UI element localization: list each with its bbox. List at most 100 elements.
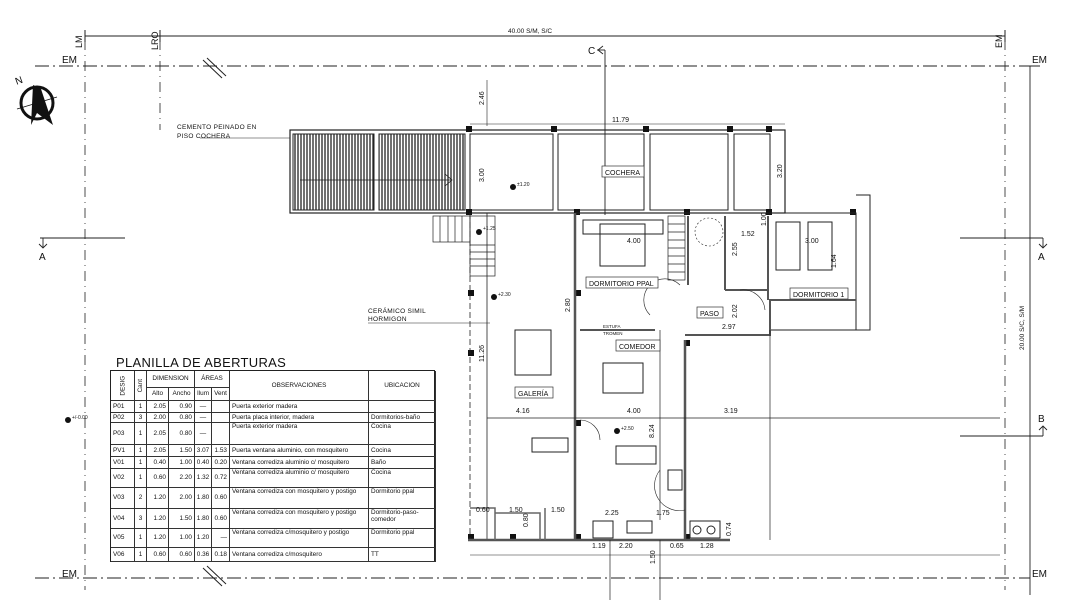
schedule-cell-alto: 1.20: [147, 529, 169, 548]
schedule-cell-ancho: 1.00: [169, 457, 195, 469]
house-walls: [200, 137, 1000, 600]
dim: 1.64: [831, 254, 838, 268]
schedule-cell-ilum: —: [195, 401, 212, 413]
schedule-cell-ilum: 0.40: [195, 457, 212, 469]
section-a-right: A: [1038, 252, 1045, 263]
estufa-note-2: TROMEN: [603, 331, 623, 336]
dim: 0.74: [726, 522, 733, 536]
schedule-cell-vent: 0.20: [212, 457, 230, 469]
schedule-cell-ancho: 1.50: [169, 445, 195, 457]
schedule-cell-ancho: 0.80: [169, 423, 195, 445]
level-125: +1.25: [483, 226, 496, 232]
header-areas: ÁREAS: [195, 371, 230, 388]
schedule-cell-ilum: —: [195, 413, 212, 423]
schedule-cell-desig: V03: [111, 488, 135, 509]
property-lines: [35, 30, 1040, 595]
schedule-cell-obs: Puerta exterior madera: [230, 423, 369, 445]
section-a-left: A: [39, 252, 46, 263]
schedule-cell-cant: 3: [135, 509, 147, 529]
schedule-cell-obs: Ventana corrediza aluminio c/ mosquitero: [230, 457, 369, 469]
schedule-cell-cant: 1: [135, 469, 147, 488]
dim: 11.26: [479, 345, 486, 362]
schedule-cell-ubic: Dormitorio-paso-comedor: [369, 509, 436, 529]
schedule-cell-cant: 1: [135, 457, 147, 469]
galeria-floor-note-2: HORMIGON: [368, 316, 407, 323]
dim: 2.20: [619, 543, 633, 550]
dim: 1.52: [741, 231, 755, 238]
dim: 4.00: [627, 238, 641, 245]
em-label-bottom-right: EM: [1032, 569, 1047, 580]
cochera-floor-note-2: PISO COCHERA: [177, 133, 231, 140]
schedule-cell-cant: 1: [135, 401, 147, 413]
dim: 8.24: [649, 424, 656, 438]
schedule-cell-ilum: 1.80: [195, 488, 212, 509]
schedule-cell-obs: Ventana corrediza c/mosquitero: [230, 548, 369, 562]
schedule-cell-ancho: 1.00: [169, 529, 195, 548]
schedule-cell-ubic: Cocina: [369, 423, 436, 445]
galeria-floor-note-1: CERÁMICO SIMIL: [368, 306, 426, 315]
schedule-cell-vent: 1.53: [212, 445, 230, 457]
dim: 2.46: [479, 91, 486, 105]
schedule-cell-ancho: 2.20: [169, 469, 195, 488]
schedule-cell-ancho: 1.50: [169, 509, 195, 529]
svg-text:N: N: [14, 75, 25, 88]
dim: 4.00: [627, 408, 641, 415]
schedule-cell-ubic: Dormitorios-baño: [369, 413, 436, 423]
schedule-cell-vent: 0.60: [212, 488, 230, 509]
schedule-title: PLANILLA DE ABERTURAS: [116, 355, 287, 370]
schedule-cell-cant: 1: [135, 548, 147, 562]
schedule-cell-desig: P02: [111, 413, 135, 423]
dim: 1.50: [509, 507, 523, 514]
schedule-cell-desig: V06: [111, 548, 135, 562]
schedule-cell-obs: Ventana corrediza con mosquitero y posti…: [230, 509, 369, 529]
schedule-cell-obs: Puerta ventana aluminio, con mosquitero: [230, 445, 369, 457]
schedule-cell-alto: 2.05: [147, 401, 169, 413]
schedule-cell-ubic: Baño: [369, 457, 436, 469]
schedule-cell-desig: PV1: [111, 445, 135, 457]
header-observaciones: OBSERVACIONES: [230, 371, 369, 401]
cochera-floor-note-1: CEMENTO PEINADO EN: [177, 124, 257, 131]
lot-depth-label: 20.00 S/C, S/M: [1019, 306, 1026, 350]
dim: 1.75: [656, 510, 670, 517]
schedule-cell-cant: 1: [135, 423, 147, 445]
dim: 3.00: [805, 238, 819, 245]
carport: [289, 80, 786, 214]
schedule-cell-vent: [212, 413, 230, 423]
room-cochera: COCHERA: [605, 170, 640, 177]
dim: 3.20: [777, 164, 784, 178]
dim: 2.97: [722, 324, 736, 331]
dim: 1.00: [761, 212, 768, 226]
dimension-labels: 2.46 11.79 3.00 3.20 4.00 3.00 2.55 1.52…: [476, 91, 838, 564]
level-230: +2.30: [498, 292, 511, 298]
columns: [466, 126, 856, 540]
schedule-cell-ancho: 0.80: [169, 413, 195, 423]
schedule-cell-desig: V05: [111, 529, 135, 548]
schedule-cell-alto: 2.05: [147, 445, 169, 457]
schedule-cell-desig: V04: [111, 509, 135, 529]
dim: 3.19: [724, 408, 738, 415]
schedule-cell-obs: Ventana corrediza aluminio c/ mosquitero: [230, 469, 369, 488]
header-desig-label: DESIG: [118, 375, 126, 396]
dim: 1.19: [592, 543, 606, 550]
schedule-cell-obs: Puerta exterior madera: [230, 401, 369, 413]
em-label-bottom-left: EM: [62, 569, 77, 580]
schedule-cell-ubic: [369, 401, 436, 413]
schedule-cell-obs: Ventana corrediza c/mosquitero y postigo: [230, 529, 369, 548]
level-marker-icons: [65, 184, 620, 434]
schedule-cell-ancho: 0.90: [169, 401, 195, 413]
header-vent: Vent: [212, 388, 230, 401]
schedule-cell-ilum: 0.36: [195, 548, 212, 562]
lot-width-label: 40.00 S/M, S/C: [508, 28, 552, 35]
schedule-cell-vent: [212, 401, 230, 413]
schedule-cell-ilum: —: [195, 423, 212, 445]
stairs: [432, 215, 686, 281]
room-dormitorio-ppal: DORMITORIO PPAL: [589, 281, 654, 288]
schedule-cell-vent: 0.72: [212, 469, 230, 488]
header-ubicacion: UBICACION: [369, 371, 436, 401]
dim: 2.55: [732, 242, 739, 256]
schedule-cell-cant: 1: [135, 445, 147, 457]
schedule-cell-cant: 2: [135, 488, 147, 509]
header-desig: DESIG: [111, 371, 135, 401]
schedule-cell-obs: Ventana corrediza con mosquitero y posti…: [230, 488, 369, 509]
